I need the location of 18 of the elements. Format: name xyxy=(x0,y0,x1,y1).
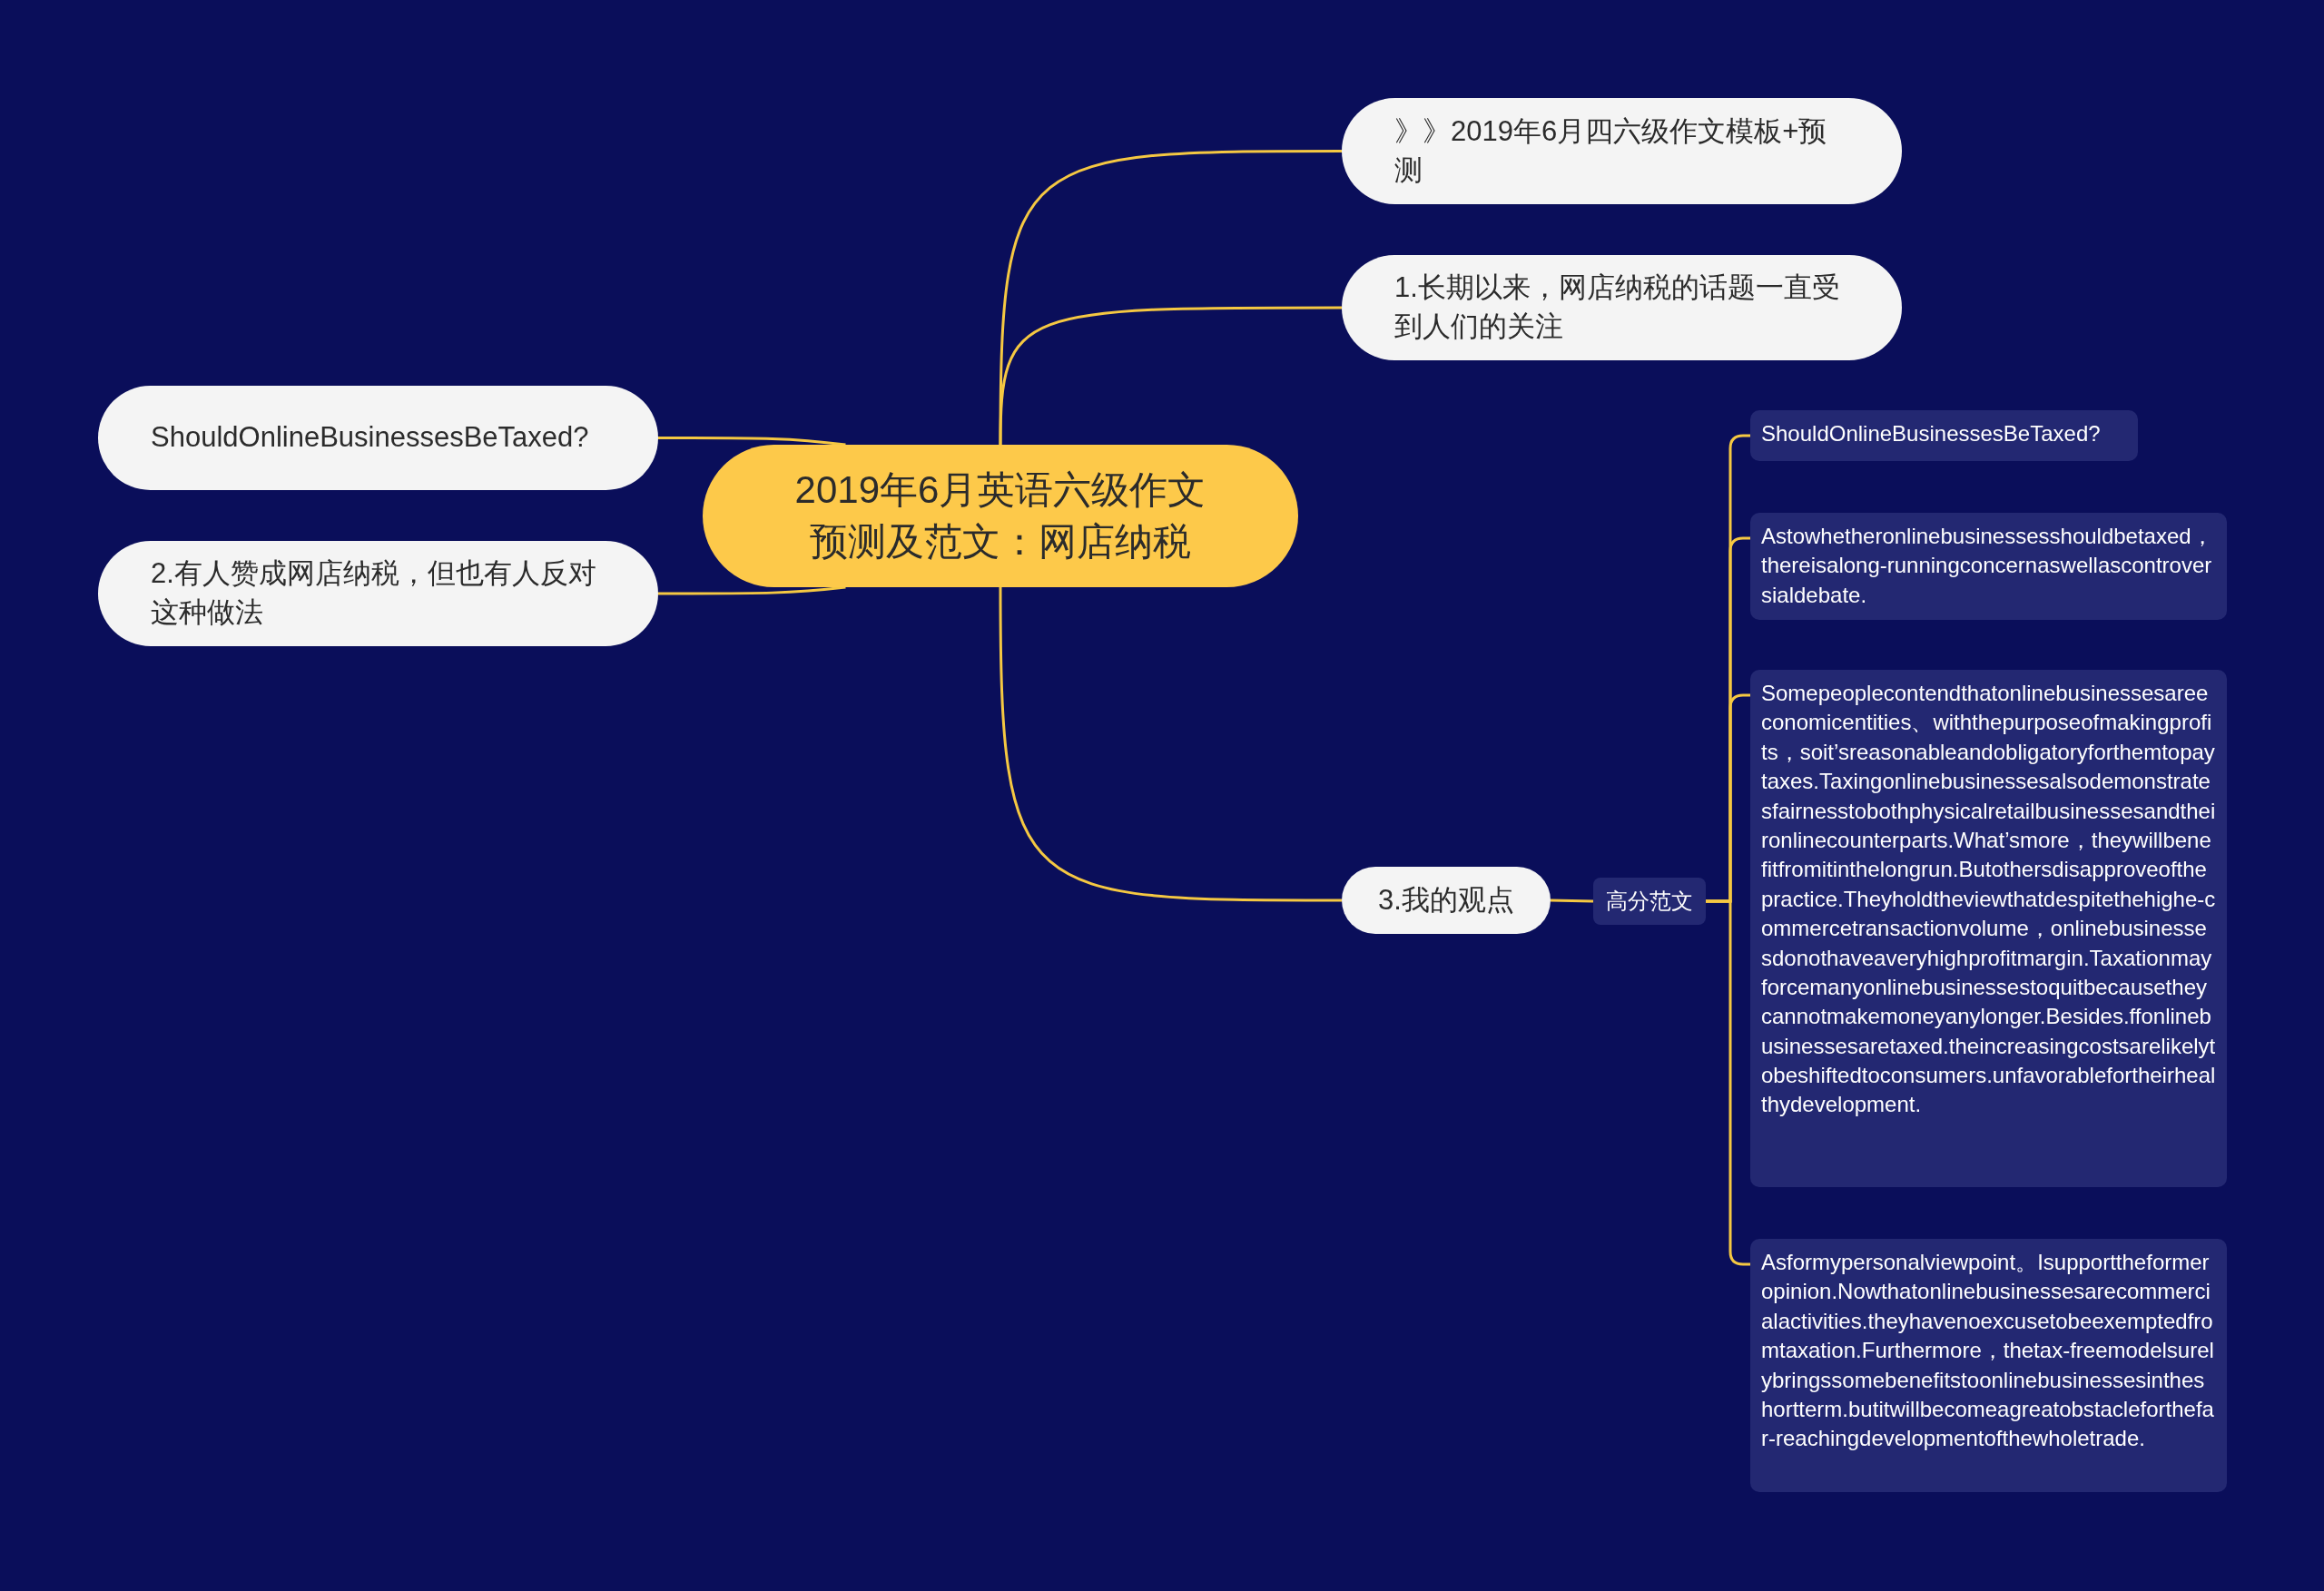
topic-box: ShouldOnlineBusinessesBeTaxed? xyxy=(98,386,658,490)
central-topic: 2019年6月英语六级作文预测及范文：网店纳税 xyxy=(703,445,1298,587)
text-card: Asformypersonalviewpoint。Isupporttheformeropinion.Nowthatonlinebusinessesarecommercialactivities.theyhavenoexcusetobeexemptedfromtaxation.Furthermore，thetax-freemodelsurelybringssomebenefitstoonlinebusinessesintheshortterm.butitwillbecomeagreatobstacleforthefar-reachingdevelopmentofthewholetrade. xyxy=(1750,1239,2227,1492)
connector-line xyxy=(999,587,1342,902)
connector-line xyxy=(1706,899,1750,1266)
connector-line xyxy=(999,306,1342,446)
connector-line xyxy=(658,437,846,447)
tag-box: 高分范文 xyxy=(1593,878,1706,925)
connector-line xyxy=(658,585,846,595)
text-card: ShouldOnlineBusinessesBeTaxed? xyxy=(1750,410,2138,461)
connector-line xyxy=(999,150,1342,445)
topic-box: 2.有人赞成网店纳税，但也有人反对这种做法 xyxy=(98,541,658,646)
text-card: Somepeoplecontendthatonlinebusinessesareeconomicentities、withthepurposeofmakingprofits，soit’sreasonableandobligatoryforthemtopaytaxes.Taxingonlinebusinessesalsodemonstratesfairnesstobothphysicalretailbusinessesandtheironlinecounterparts.What’smore，theywillbenefitfromitinthelongrun.Butothersdisapproveofthepractice.Theyholdtheviewthatdespitethehighe-commercetransactionvolume，onlinebusinessesdonothaveaveryhighprofitmargin.Taxationmayforcemanyonlinebusinessestoquitbecausetheycannotmakemoneyanylonger.Besides.ffonlinebusinessesaretaxed.theincreasingcostsarelikelytobeshiftedtoconsumers.unfavorablefortheirhealthydevelopment. xyxy=(1750,670,2227,1187)
topic-box: 1.长期以来，网店纳税的话题一直受到人们的关注 xyxy=(1342,255,1902,360)
text-card: Astowhetheronlinebusinessesshouldbetaxed，thereisalong-runningconcernaswellascontroversialdebate. xyxy=(1750,513,2227,620)
connector-line xyxy=(1550,899,1594,903)
topic-box: 3.我的观点 xyxy=(1342,867,1551,934)
topic-box: 》》2019年6月四六级作文模板+预测 xyxy=(1342,98,1902,204)
